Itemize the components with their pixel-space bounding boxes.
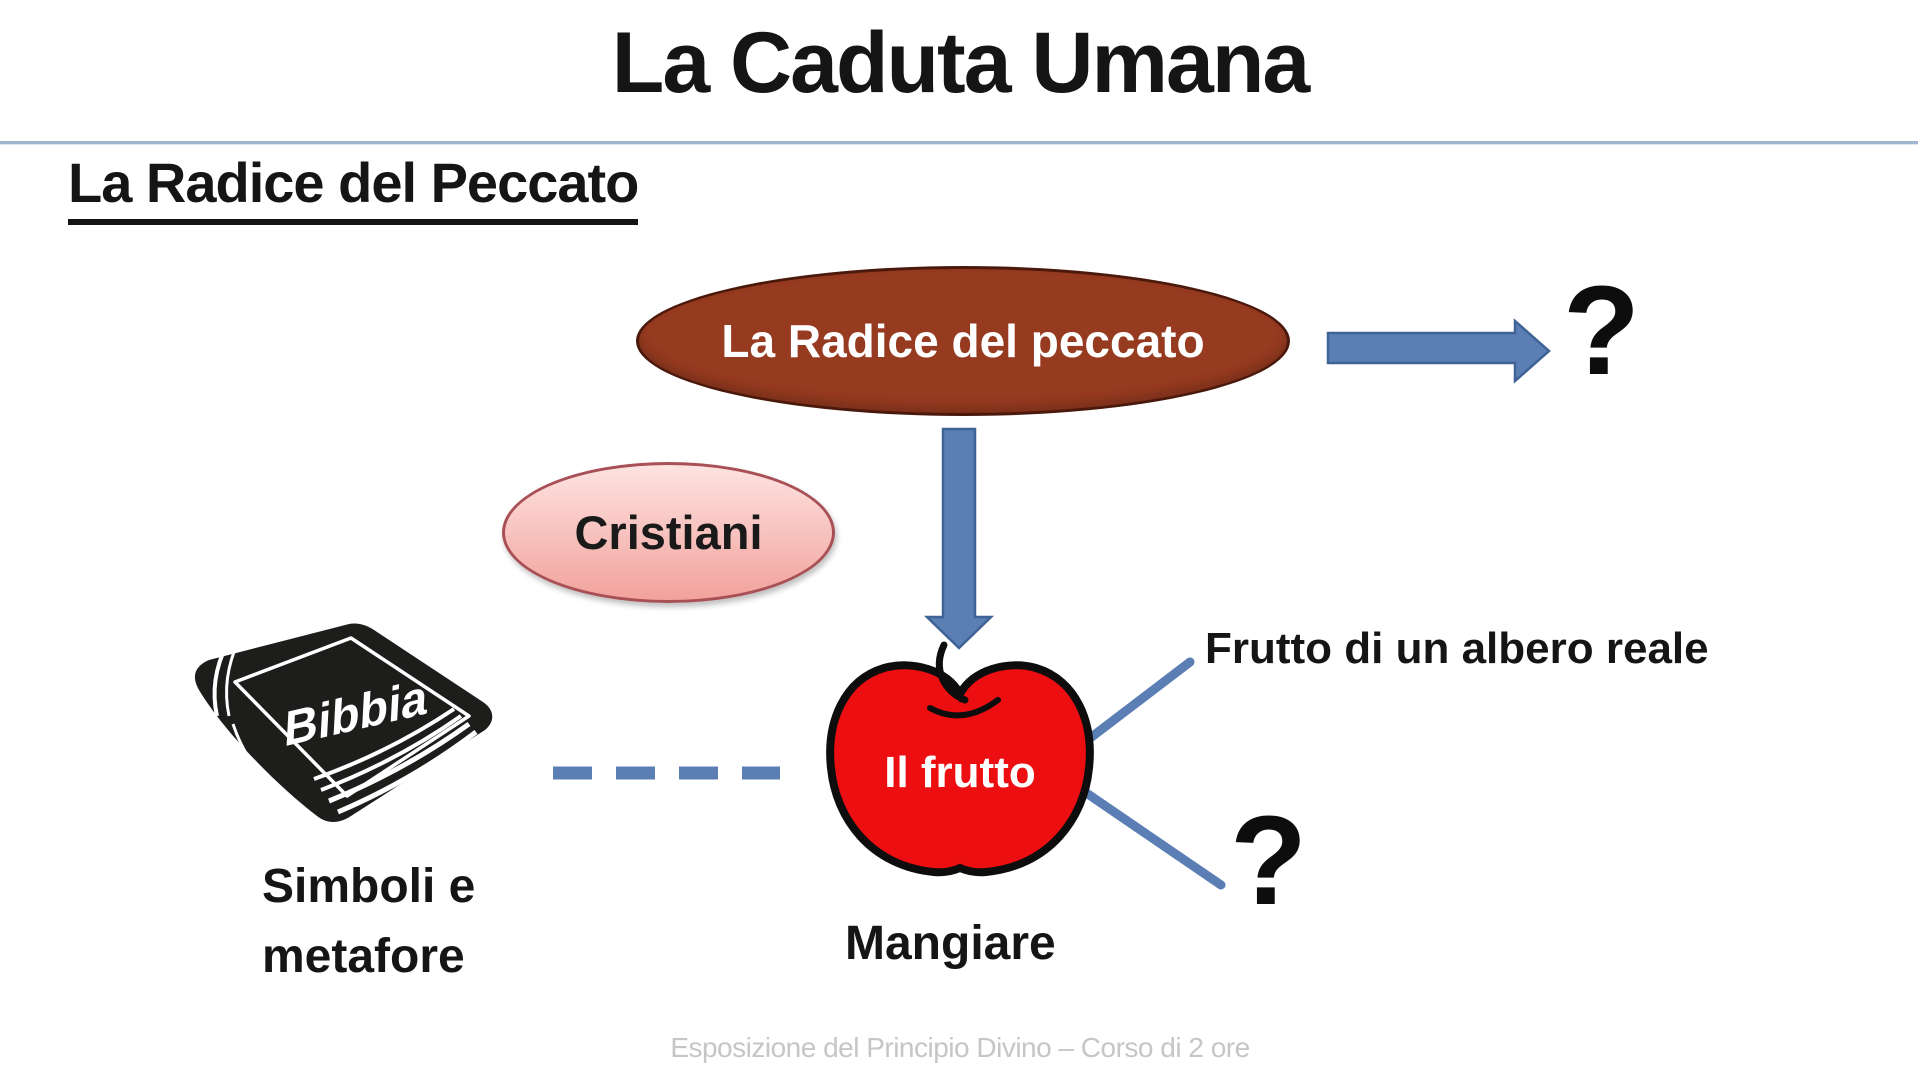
down-arrow [923, 427, 995, 650]
apple-crease [927, 697, 1001, 719]
christians-label: Cristiani [574, 506, 763, 559]
book-spine-ridge [221, 731, 261, 790]
branch-line-real-tree [1080, 657, 1195, 747]
book-caption-line2: metafore [262, 929, 465, 983]
apple-icon [826, 641, 1094, 877]
branch-real-tree-label: Frutto di un albero reale [1205, 624, 1709, 673]
apple-shape [826, 661, 1094, 877]
slide-footer: Esposizione del Principio Divino – Corso… [670, 1032, 1250, 1063]
book-caption: Simboli e metafore [262, 852, 475, 991]
christians-node: Cristiani [502, 462, 835, 603]
book-cover-inset [233, 636, 471, 798]
root-of-sin-label: La Radice del peccato [721, 315, 1205, 367]
book-spine-ridge [231, 723, 271, 784]
question-mark-top: ? [1563, 260, 1640, 401]
book-pages [313, 707, 456, 781]
question-mark-bottom: ? [1230, 790, 1307, 931]
fruit-node-label: Il frutto [884, 748, 1036, 797]
page-title: La Caduta Umana [611, 15, 1310, 111]
section-heading: La Radice del Peccato [68, 150, 639, 225]
bible-book-icon: Bibbia [194, 623, 493, 822]
book-caption-line1: Simboli e [262, 860, 476, 913]
right-arrow [1326, 318, 1551, 384]
apple-stem [936, 641, 969, 704]
book-spine-ridge [212, 643, 229, 717]
book-pages [320, 714, 463, 792]
root-of-sin-node: La Radice del peccato [636, 266, 1290, 416]
fruit-caption: Mangiare [845, 917, 1056, 970]
title-divider [0, 141, 1918, 145]
branch-line-question [1077, 785, 1226, 890]
book-spine-ridge [225, 639, 241, 717]
book-pages [337, 730, 478, 815]
